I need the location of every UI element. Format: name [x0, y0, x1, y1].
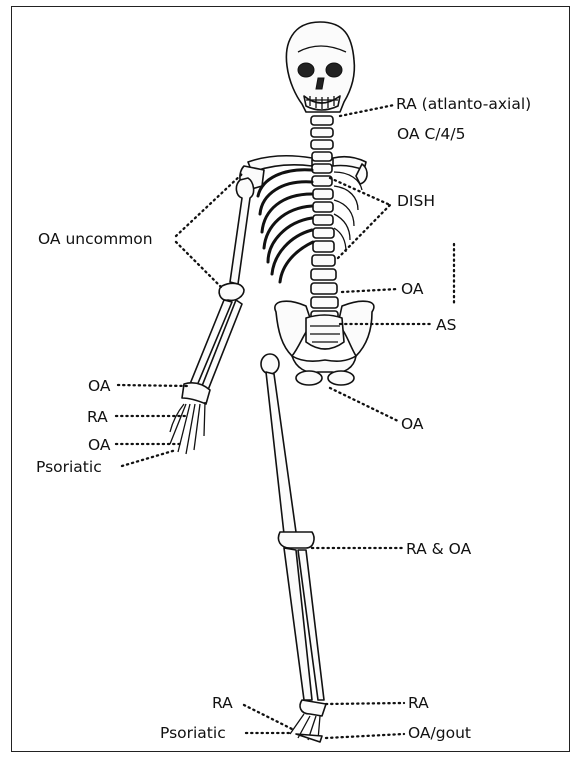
label-psoriatic-foot: Psoriatic	[160, 724, 226, 742]
label-dish: DISH	[397, 192, 435, 210]
label-oa-uncommon: OA uncommon	[38, 230, 153, 248]
label-oa-spine: OA	[401, 280, 424, 298]
label-oa-hand: OA	[88, 377, 111, 395]
labels: RA (atlanto-axial) OA C/4/5 DISH OA unco…	[36, 95, 531, 742]
label-ra-ankle: RA	[212, 694, 233, 712]
label-as: AS	[436, 316, 456, 334]
label-oa-gout: OA/gout	[408, 724, 471, 742]
label-oa-hand-2: OA	[88, 436, 111, 454]
skull	[286, 22, 354, 112]
label-ra-foot: RA	[408, 694, 429, 712]
left-arm	[170, 178, 254, 454]
shoulder-girdle	[240, 156, 366, 190]
label-oa-hip: OA	[401, 415, 424, 433]
label-ra-oa-knee: RA & OA	[406, 540, 472, 558]
label-psoriatic-hand: Psoriatic	[36, 458, 102, 476]
label-ra-hand: RA	[87, 408, 108, 426]
spine	[311, 116, 338, 322]
label-ra-atlanto-axial: RA (atlanto-axial)	[396, 95, 531, 113]
skeleton	[170, 22, 374, 742]
ribcage	[258, 170, 362, 282]
label-oa-c45: OA C/4/5	[397, 125, 465, 143]
